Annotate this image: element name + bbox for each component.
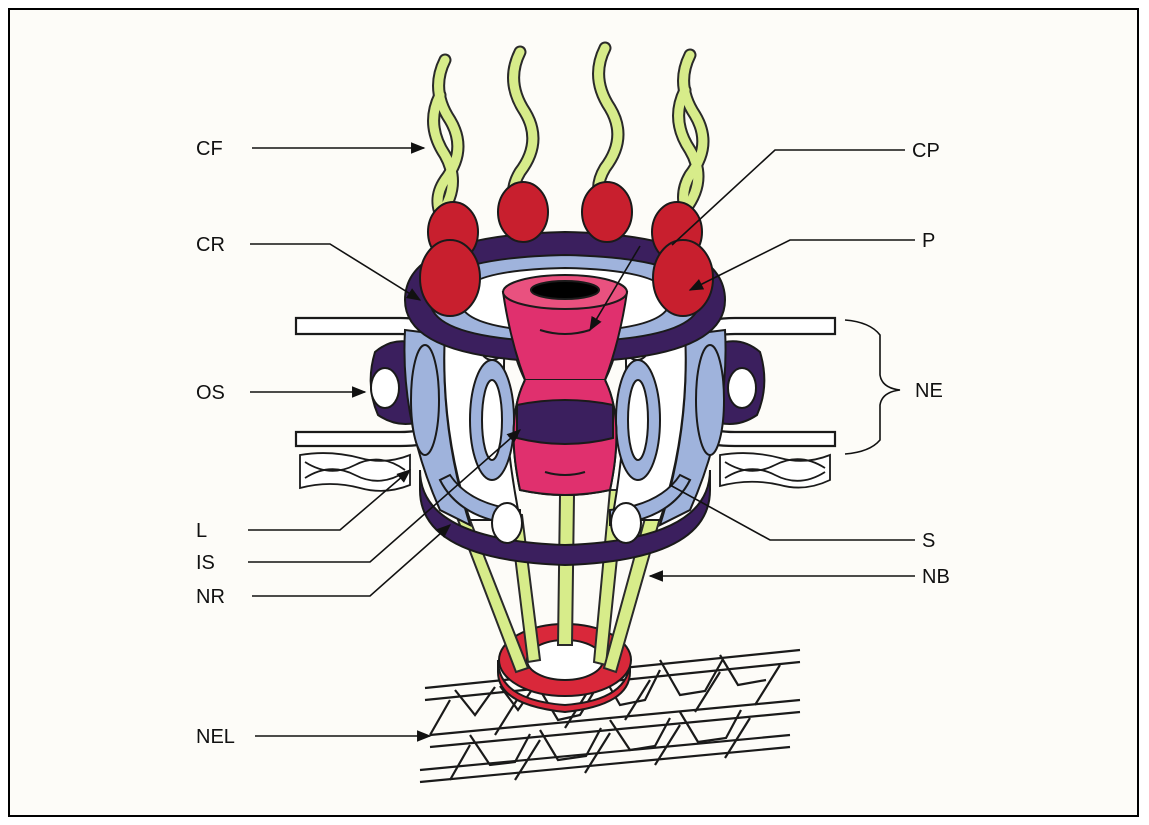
label-l: L bbox=[196, 520, 207, 542]
label-nr: NR bbox=[196, 586, 225, 608]
label-p: P bbox=[922, 230, 935, 252]
label-nb: NB bbox=[922, 566, 950, 588]
label-nel: NEL bbox=[196, 726, 235, 748]
central-transporter-top bbox=[503, 275, 627, 495]
label-s: S bbox=[922, 530, 935, 552]
lamina-rope-right bbox=[720, 453, 830, 488]
label-ne: NE bbox=[915, 380, 943, 402]
label-cr: CR bbox=[196, 234, 225, 256]
label-cp: CP bbox=[912, 140, 940, 162]
label-cf: CF bbox=[196, 138, 223, 160]
lamina-rope-left bbox=[300, 453, 410, 491]
label-os: OS bbox=[196, 382, 225, 404]
label-is: IS bbox=[196, 552, 215, 574]
